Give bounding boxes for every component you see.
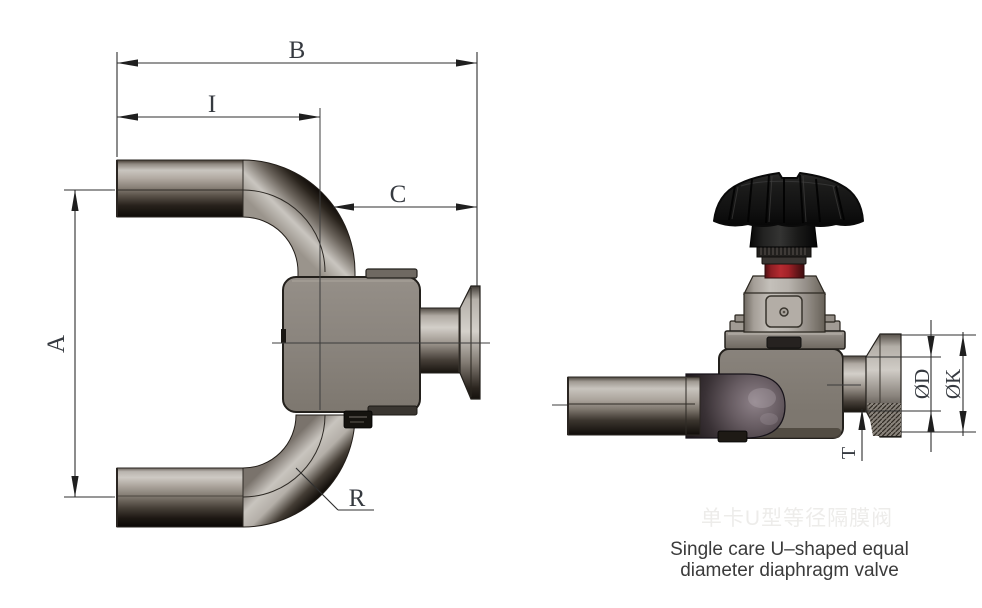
dim-I-arrow-left — [117, 113, 138, 121]
dim-B-arrow-left — [117, 59, 138, 67]
dim-phiD-arrow-bottom — [927, 411, 935, 432]
upper-pipe — [116, 159, 356, 278]
lower-pipe-straight — [116, 467, 244, 528]
body-left-notch — [281, 329, 286, 343]
upper-pipe-straight — [116, 159, 244, 218]
dim-A-label: A — [43, 335, 70, 353]
dim-phiD: ØD — [865, 320, 941, 452]
dim-R-label: R — [349, 485, 366, 512]
lower-pipe — [116, 414, 356, 528]
dim-C-label: C — [390, 181, 407, 208]
dim-B-arrow-right — [456, 59, 477, 67]
side-dimensions: ØD ØK T — [838, 320, 976, 461]
elbow-highlight-2 — [760, 413, 778, 425]
ferrule-stem-front — [419, 307, 461, 374]
ferrule-stem-side — [842, 355, 867, 413]
clamp-ferrule-front — [419, 285, 481, 400]
knurl-ticks — [760, 247, 806, 255]
dim-I-label: I — [208, 91, 216, 118]
bonnet-taper — [743, 275, 826, 295]
valve-body-front — [281, 268, 421, 429]
knob-rib-highlights — [731, 175, 842, 223]
body-bottom-tag — [343, 410, 373, 429]
pipe-elbow-side — [685, 373, 786, 439]
dim-A-arrow-top — [71, 190, 79, 211]
dim-phiK-arrow-top — [959, 335, 967, 356]
boss-pin — [782, 310, 786, 314]
figure-caption: Single care U–shaped equal diameter diap… — [597, 539, 982, 581]
dim-T: T — [838, 409, 866, 461]
side-pipe — [567, 376, 701, 436]
flange-slot — [766, 336, 802, 349]
side-pipe-straight — [567, 376, 701, 436]
front-dimensions: B I C A R — [43, 37, 478, 512]
dim-phiK-arrow-bottom — [959, 411, 967, 432]
dim-C: C — [333, 181, 477, 211]
ferrule-section-hatch — [867, 403, 901, 436]
handwheel-knob — [713, 172, 864, 227]
body-side-foot — [717, 430, 748, 443]
dim-C-arrow-right — [456, 203, 477, 211]
dim-R: R — [295, 467, 374, 512]
dim-C-arrow-left — [333, 203, 354, 211]
elbow-highlight-1 — [748, 388, 776, 408]
caption-line-1: Single care U–shaped equal — [670, 539, 909, 560]
dim-B: B — [116, 37, 478, 286]
upper-pipe-bend — [242, 159, 356, 278]
side-view — [552, 172, 902, 443]
upper-bend-seam — [242, 189, 326, 273]
dim-R-leader — [295, 467, 339, 511]
dim-phiD-arrow-top — [927, 336, 935, 357]
dim-I-arrow-right — [299, 113, 320, 121]
dim-A-arrow-bottom — [71, 476, 79, 497]
body-top-tab — [365, 268, 418, 279]
knob-top-highlight — [740, 180, 840, 188]
dim-B-label: B — [289, 37, 306, 64]
caption-line-2: diameter diaphragm valve — [680, 560, 899, 581]
dim-I: I — [117, 91, 320, 121]
dim-phiK-label: ØK — [941, 369, 965, 399]
dim-phiD-label: ØD — [910, 369, 934, 399]
dim-phiK: ØK — [901, 332, 976, 436]
dim-T-label: T — [838, 447, 860, 459]
front-view — [101, 108, 490, 528]
dim-T-arrow — [858, 409, 866, 430]
knob-ribs — [728, 174, 845, 224]
watermark-text: 单卡U型等径隔膜阀 — [700, 507, 894, 530]
valve-body-front-block — [282, 276, 421, 413]
knurled-ring — [756, 244, 812, 258]
dim-A: A — [43, 189, 112, 498]
bonnet — [743, 275, 826, 333]
body-bottom-strip — [367, 405, 418, 416]
